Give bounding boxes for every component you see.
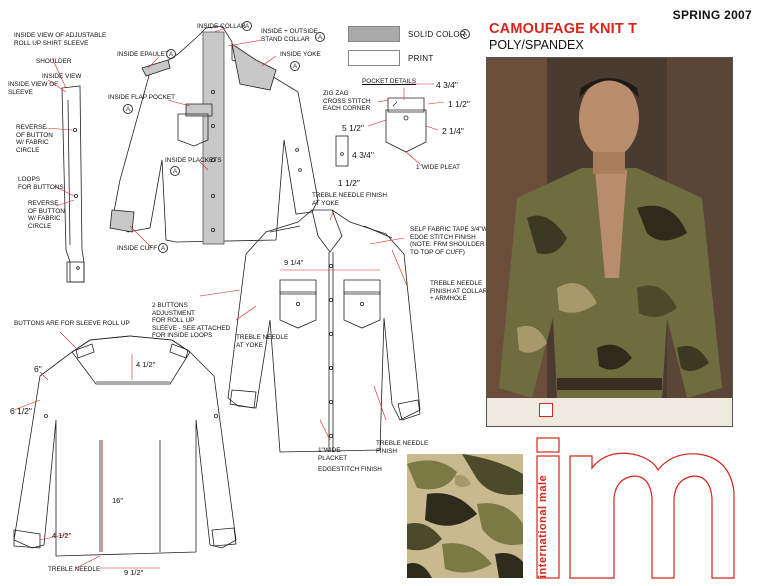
- label-reverse-of-button-2: REVERSE OF BUTTON W/ FABRIC CIRCLE: [28, 200, 65, 230]
- pocket-measure-height: 5 1/2": [342, 123, 364, 133]
- label-zig-zag: ZIG ZAG CROSS STITCH EACH CORNER: [323, 90, 371, 113]
- tab-measure-height: 1 1/2": [338, 178, 360, 188]
- marker-a-collar: A: [242, 21, 252, 31]
- inside-shirt-sketch: [109, 25, 319, 245]
- label-treble-needle: TREBLE NEEDLE: [48, 566, 101, 573]
- label-inside-outside-stand-collar: INSIDE + OUTSIDE STAND COLLAR: [261, 28, 318, 43]
- label-inside-collar: INSIDE COLLAR: [197, 23, 246, 30]
- legend-marker: A: [460, 29, 470, 39]
- callout-lines: [13, 27, 445, 569]
- brand-logo: [534, 436, 754, 581]
- front-shirt-sketch: [227, 209, 421, 453]
- back-measure-6-5: 6 1/2": [10, 406, 32, 416]
- label-two-buttons: 2 BUTTONS ADJUSTMENT FOR ROLL UP SLEEVE …: [152, 302, 231, 340]
- season-label: SPRING 2007: [672, 8, 752, 22]
- marker-a-cuff: A: [158, 243, 168, 253]
- photo-mark: [539, 403, 553, 417]
- label-loops-for-buttons: LOOPS FOR BUTTONS: [18, 176, 64, 191]
- label-inside-cuff: INSIDE CUFF: [117, 245, 158, 252]
- label-treble-collar: TREBLE NEEDLE FINISH AT COLLAR + ARMHOLE: [430, 280, 488, 303]
- marker-a-flap: A: [123, 104, 133, 114]
- marker-a-epaulet: A: [166, 49, 176, 59]
- back-measure-6: 6": [34, 364, 42, 374]
- solid-color-label: SOLID COLOR: [408, 30, 466, 39]
- pocket-measure-flap: 1 1/2": [448, 99, 470, 109]
- label-treble-yoke-2: TREBLE NEEDLE AT YOKE: [236, 334, 289, 349]
- label-pleat: 1"WIDE PLEAT: [416, 164, 461, 171]
- marker-a-yoke: A: [290, 61, 300, 71]
- label-treble-finish: TREBLE NEEDLE FINISH: [376, 440, 429, 455]
- marker-a-plackets: A: [170, 166, 180, 176]
- marker-a-stand-collar: A: [315, 32, 325, 42]
- label-inside-yoke: INSIDE YOKE: [280, 51, 321, 58]
- sleeve-sketch: [61, 85, 85, 283]
- label-placket: 1"WIDE PLACKET: [318, 447, 348, 462]
- label-edgestitch: EDGESTITCH FINISH: [318, 466, 382, 473]
- pocket-details-title: POCKET DETAILS: [362, 78, 417, 85]
- back-measure-4-5b: 4 1/2": [52, 531, 72, 540]
- back-measure-4-5: 4 1/2": [136, 360, 156, 369]
- solid-color-swatch: [348, 26, 400, 42]
- front-pocket-measure: 9 1/4": [284, 258, 304, 267]
- label-inside-plackets: INSIDE PLACKETS: [165, 157, 222, 164]
- back-shirt-sketch: [13, 335, 237, 557]
- label-shoulder: SHOULDER: [36, 58, 72, 65]
- print-swatch: [348, 50, 400, 66]
- model-photo: [486, 57, 733, 427]
- back-measure-16: 16": [112, 496, 124, 505]
- label-buttons-note: BUTTONS ARE FOR SLEEVE ROLL UP: [14, 320, 130, 327]
- camo-fabric-swatch: [407, 454, 523, 578]
- tab-measure-width: 4 3/4": [352, 150, 374, 160]
- label-inside-view-roll-up: INSIDE VIEW OF ADJUSTABLE ROLL UP SHIRT …: [14, 32, 107, 47]
- fabric-content: POLY/SPANDEX: [489, 38, 584, 52]
- style-title: CAMOUFAGE KNIT T: [489, 21, 638, 37]
- pocket-detail-sketch: [335, 97, 427, 167]
- back-measure-9-5: 9 1/2": [124, 568, 144, 577]
- print-label: PRINT: [408, 54, 434, 63]
- label-inside-epaulet: INSIDE EPAULET: [117, 51, 169, 58]
- label-self-fabric-tape: SELF FABRIC TAPE 3/4"W EDGE STITCH FINIS…: [410, 226, 488, 256]
- pocket-measure-width: 4 3/4": [436, 80, 458, 90]
- label-inside-view-of-sleeve: INSIDE VIEW OF SLEEVE: [8, 81, 59, 96]
- label-treble-yoke: TREBLE NEEDLE FINISH AT YOKE: [312, 192, 387, 207]
- label-inside-view: INSIDE VIEW: [42, 73, 82, 80]
- label-inside-flap-pocket: INSIDE FLAP POCKET: [108, 94, 176, 101]
- brand-name: international male: [537, 474, 549, 578]
- label-reverse-of-button: REVERSE OF BUTTON W/ FABRIC CIRCLE: [16, 124, 53, 154]
- pocket-measure-depth: 2 1/4": [442, 126, 464, 136]
